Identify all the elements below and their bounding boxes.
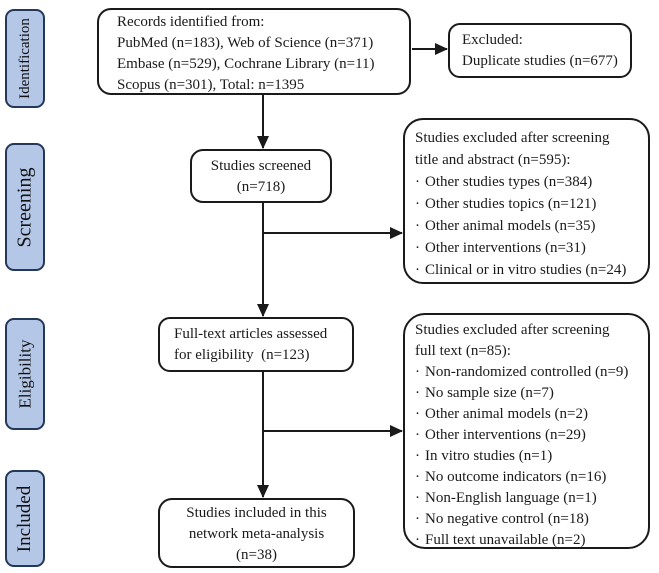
fulltext-excluded-item: · Non-English language (n=1) bbox=[415, 488, 644, 509]
bullet-icon: · bbox=[415, 469, 420, 485]
fulltext-excluded-item: · No negative control (n=18) bbox=[415, 509, 644, 530]
stage-tab-eligibility: Eligibility bbox=[5, 318, 45, 430]
bullet-icon: · bbox=[415, 364, 420, 380]
screened-line: Studies screened bbox=[210, 158, 312, 174]
stage-label-screening: Screening bbox=[13, 167, 36, 247]
duplicates-excluded-box: Excluded: Duplicate studies (n=677) bbox=[448, 23, 632, 78]
fulltext-assessed-box: Full-text articles assessed for eligibil… bbox=[158, 317, 354, 372]
bullet-icon: · bbox=[415, 218, 420, 234]
fulltext-line: for eligibility (n=123) bbox=[174, 347, 310, 363]
screening-excluded-item: · Other interventions (n=31) bbox=[415, 237, 644, 259]
fulltext-excluded-item: · No sample size (n=7) bbox=[415, 383, 644, 404]
records-line: PubMed (n=183), Web of Science (n=371) bbox=[117, 35, 374, 51]
studies-screened-box: Studies screened (n=718) bbox=[190, 149, 332, 203]
stage-tab-screening: Screening bbox=[5, 143, 45, 271]
studies-included-box: Studies included in this network meta-an… bbox=[158, 498, 355, 568]
bullet-icon: · bbox=[415, 448, 420, 464]
bullet-icon: · bbox=[415, 490, 420, 506]
bullet-icon: · bbox=[415, 532, 420, 548]
bullet-icon: · bbox=[415, 511, 420, 527]
screening-excluded-item: · Other studies types (n=384) bbox=[415, 171, 644, 193]
screening-excluded-item: · Other studies topics (n=121) bbox=[415, 193, 644, 215]
included-line: (n=38) bbox=[236, 547, 277, 563]
records-identified-box: Records identified from: PubMed (n=183),… bbox=[97, 8, 411, 95]
screening-excluded-item: · Other animal models (n=35) bbox=[415, 215, 644, 237]
included-line: Studies included in this bbox=[186, 505, 327, 521]
bullet-icon: · bbox=[415, 196, 420, 212]
fulltext-excluded-box: Studies excluded after screening full te… bbox=[403, 313, 650, 549]
fulltext-excluded-item: · Full text unavailable (n=2) bbox=[415, 530, 644, 551]
stage-label-eligibility: Eligibility bbox=[15, 339, 35, 409]
fulltext-excluded-item: · No outcome indicators (n=16) bbox=[415, 467, 644, 488]
fulltext-excluded-item: · Non-randomized controlled (n=9) bbox=[415, 362, 644, 383]
bullet-icon: · bbox=[415, 427, 420, 443]
fulltext-excluded-heading: full text (n=85): bbox=[415, 343, 511, 359]
screening-excluded-heading: title and abstract (n=595): bbox=[415, 152, 571, 168]
bullet-icon: · bbox=[415, 174, 420, 190]
screening-excluded-box: Studies excluded after screening title a… bbox=[403, 118, 650, 284]
screened-line: (n=718) bbox=[236, 179, 286, 195]
bullet-icon: · bbox=[415, 240, 420, 256]
bullet-icon: · bbox=[415, 385, 420, 401]
bullet-icon: · bbox=[415, 406, 420, 422]
duplicates-line: Duplicate studies (n=677) bbox=[462, 53, 618, 69]
stage-tab-included: Included bbox=[5, 470, 45, 567]
stage-label-identification: Identification bbox=[16, 18, 33, 99]
fulltext-line: Full-text articles assessed bbox=[174, 326, 328, 342]
screening-excluded-heading: Studies excluded after screening bbox=[415, 130, 610, 146]
records-line: Embase (n=529), Cochrane Library (n=11) bbox=[117, 56, 375, 72]
duplicates-line: Excluded: bbox=[462, 32, 523, 48]
fulltext-excluded-item: · Other animal models (n=2) bbox=[415, 404, 644, 425]
fulltext-excluded-item: · In vitro studies (n=1) bbox=[415, 446, 644, 467]
records-line: Records identified from: bbox=[117, 14, 265, 30]
screening-excluded-item: · Clinical or in vitro studies (n=24) bbox=[415, 259, 644, 281]
fulltext-excluded-heading: Studies excluded after screening bbox=[415, 322, 610, 338]
fulltext-excluded-item: · Other interventions (n=29) bbox=[415, 425, 644, 446]
stage-tab-identification: Identification bbox=[5, 9, 45, 108]
included-line: network meta-analysis bbox=[188, 526, 325, 542]
records-line: Scopus (n=301), Total: n=1395 bbox=[117, 77, 305, 93]
bullet-icon: · bbox=[415, 262, 420, 278]
stage-label-included: Included bbox=[14, 485, 36, 552]
